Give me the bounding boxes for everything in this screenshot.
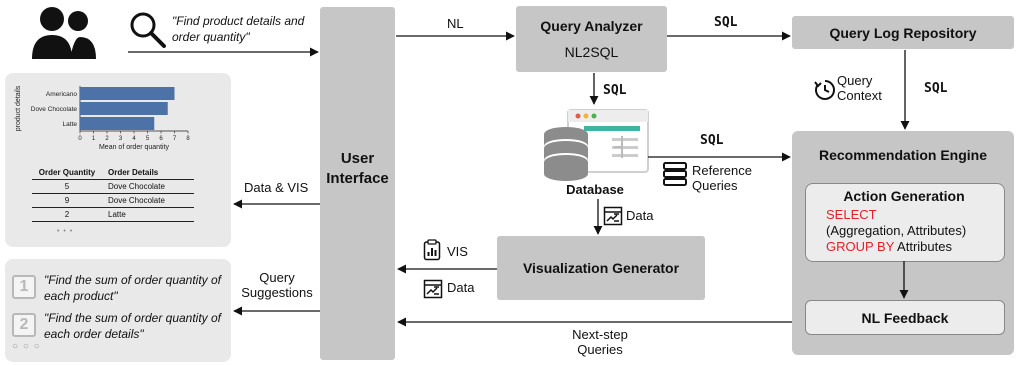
category-label: Americano [46,91,77,98]
x-tick-label: 1 [92,136,96,142]
database-label: Database [566,182,624,197]
user-interface-label-2: Interface [326,169,389,187]
y-axis-title: product details [15,85,22,131]
nl-label: NL [447,16,464,31]
recommendation-engine-title: Recommendation Engine [818,147,988,163]
nl-feedback-box: NL Feedback [805,300,1005,335]
user-interface-label-1: User [340,149,375,167]
suggestion-1-line-1: "Find the sum of order quantity of [44,273,222,287]
suggestion-2-line-1: "Find the sum of order quantity of [44,311,222,325]
sql-label-log: SQL [924,81,948,96]
clock-icon [814,80,835,100]
table-row: 2 Latte [32,207,194,222]
vis-icon [423,239,441,261]
x-tick-label: 8 [186,136,190,142]
category-label: Latte [63,121,78,128]
table-ellipsis: • • • [57,228,74,235]
select-args: (Aggregation, Attributes) [826,223,967,238]
visualization-generator-box: Visualization Generator [497,236,705,300]
x-tick-label: 2 [105,136,109,142]
suggestion-number-1: 1 [12,275,36,299]
order-table: Order Quantity Order Details 5 Dove Choc… [32,166,194,222]
select-keyword: SELECT [826,207,877,222]
vis-generator-title: Visualization Generator [522,260,680,276]
x-tick-label: 6 [159,136,163,142]
query-suggestions-label: Query Suggestions [236,270,318,300]
search-icon [130,12,166,48]
query-suggestions-2: Suggestions [241,285,313,300]
query-log-title: Query Log Repository [829,24,977,41]
query-context-1: Query [837,73,873,88]
query-suggestions-1: Query [259,270,295,285]
bar [80,87,175,100]
reference-label-2: Queries [692,178,738,193]
query-analyzer-box: Query Analyzer NL2SQL [516,6,667,72]
next-step-2: Queries [577,342,623,357]
suggestion-number-2: 2 [12,313,36,337]
data-vis-label: Data & VIS [244,180,309,195]
query-log-repository-box: Query Log Repository [792,16,1014,49]
next-step-queries-label: Next-step Queries [560,327,640,357]
x-tick-label: 0 [78,136,82,142]
table-cell: 2 [32,207,102,222]
sql-label-analyzer-db: SQL [603,83,627,98]
x-tick-label: 7 [173,136,177,142]
query-context-label: Query Context [837,73,882,103]
reference-queries-label: Reference Queries [692,163,752,193]
reference-label-1: Reference [692,163,752,178]
action-sql-text: SELECT (Aggregation, Attributes) GROUP B… [826,207,966,255]
users-icon [32,7,96,59]
group-by-keyword: GROUP BY [826,239,895,254]
database-icon [544,109,649,181]
query-analyzer-title: Query Analyzer [540,18,643,34]
reference-queries-icon [663,162,687,186]
x-tick-label: 5 [146,136,150,142]
table-header-details: Order Details [108,168,159,177]
table-row: 5 Dove Chocolate [32,179,194,194]
nl2sql-label: NL2SQL [564,44,619,60]
table-row: 9 Dove Chocolate [32,193,194,208]
vis-label: VIS [447,244,468,259]
data-label-db-vis: Data [626,208,654,223]
suggestion-item-1[interactable]: "Find the sum of order quantity of each … [44,272,221,304]
bar [80,117,155,130]
table-cell: Dove Chocolate [102,179,194,194]
data-icon [603,206,623,226]
x-tick-label: 3 [119,136,123,142]
action-generation-box [805,183,1005,262]
data-label-vis-ui: Data [447,280,475,295]
table-cell: Latte [102,207,194,222]
table-cell: Dove Chocolate [102,193,194,208]
next-step-1: Next-step [572,327,628,342]
suggestions-panel [5,259,231,362]
query-context-2: Context [837,88,882,103]
suggestion-item-2[interactable]: "Find the sum of order quantity of each … [44,310,221,342]
table-cell: 5 [32,179,102,194]
sql-label-db-engine: SQL [700,133,724,148]
table-cell: 9 [32,193,102,208]
sql-label-top: SQL [714,15,738,30]
user-query-text: "Find product details and order quantity… [172,14,305,44]
nl-feedback-title: NL Feedback [861,309,949,326]
category-label: Dove Chocolate [31,106,78,113]
data-icon-2 [423,279,443,299]
action-generation-title: Action Generation [843,188,965,204]
suggestions-ellipsis: ○ ○ ○ [12,341,41,352]
user-interface-box: User Interface [320,7,395,360]
suggestion-2-line-2: each order details" [44,327,144,341]
group-by-args: Attributes [894,239,952,254]
bar [80,102,168,115]
table-header-quantity: Order Quantity [38,168,96,177]
x-axis-title: Mean of order quantity [99,144,170,151]
suggestion-1-line-2: each product" [44,289,118,303]
x-tick-label: 4 [132,136,136,142]
